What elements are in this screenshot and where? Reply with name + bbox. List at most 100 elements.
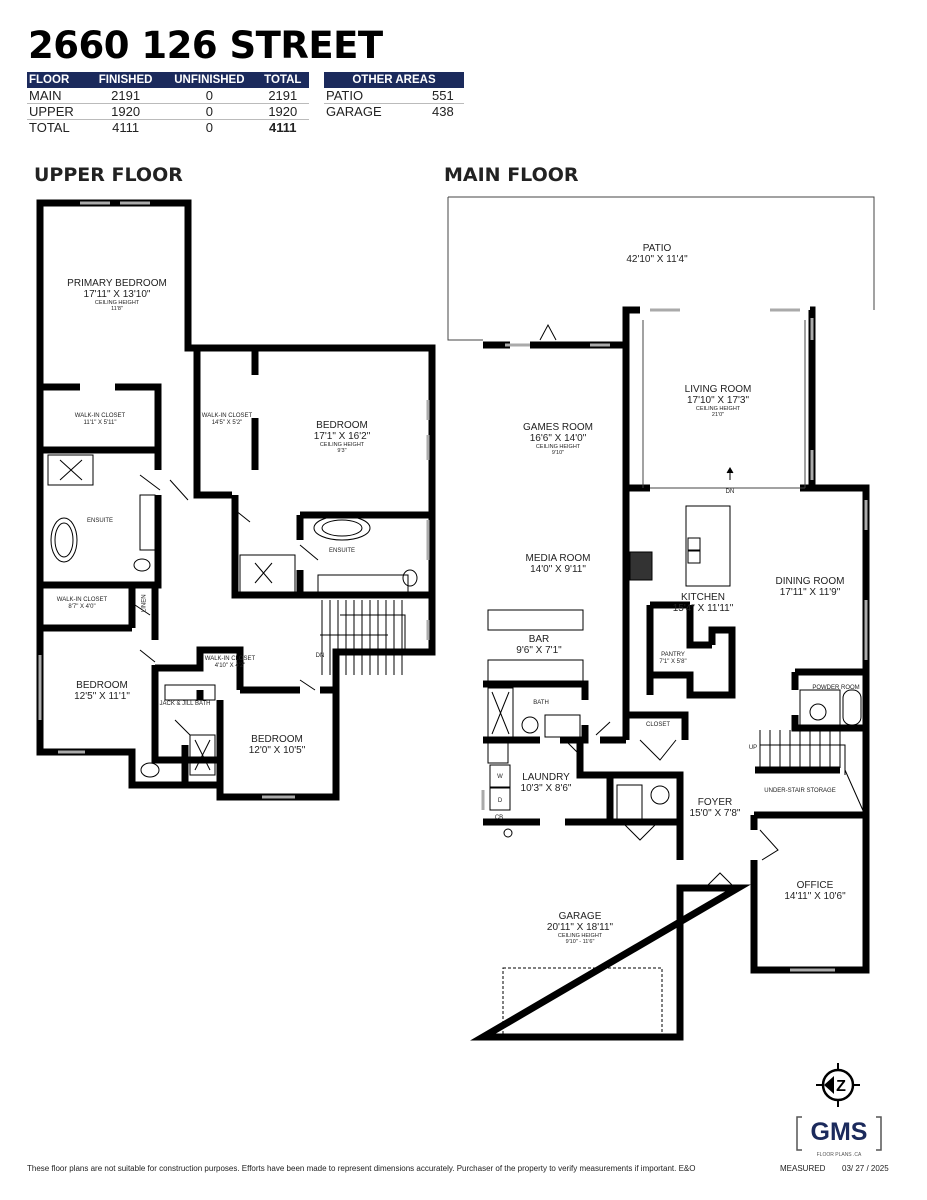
room-name: UNDER-STAIR STORAGE	[764, 788, 836, 794]
room-ch: 21'0"	[711, 412, 725, 419]
room-dims: 17'10" X 17'3"	[686, 395, 750, 406]
room-label-w: W	[497, 774, 503, 781]
cell: 2191	[88, 88, 163, 104]
room-label-ensuite: ENSUITE	[87, 518, 113, 525]
room-ch_label: CEILING HEIGHT	[94, 300, 140, 306]
room-dims: 17'11" X 11'9"	[779, 587, 841, 598]
room-name: CLOSET	[645, 722, 671, 728]
svg-text:Z: Z	[836, 1078, 846, 1095]
main-windows	[481, 308, 868, 972]
main-floor-title: MAIN FLOOR	[444, 164, 579, 186]
cell: 0	[205, 120, 213, 135]
room-dims: 7'1" X 5'8"	[659, 658, 687, 665]
room-name: DN	[315, 653, 325, 659]
room-ch_label: CEILING HEIGHT	[695, 406, 741, 412]
svg-text:FLOOR PLANS .CA: FLOOR PLANS .CA	[817, 1152, 862, 1158]
room-name: KITCHEN	[681, 592, 725, 603]
room-dims: 12'0" X 10'5"	[248, 745, 306, 756]
table-row: GARAGE 438	[324, 104, 464, 119]
room-name: FOYER	[697, 797, 733, 808]
room-label-jack-jill-bath: JACK & JILL BATH	[159, 701, 210, 708]
room-name: W	[497, 774, 503, 780]
room-name: PANTRY	[661, 652, 685, 658]
cell: 551	[421, 88, 464, 104]
cell: GARAGE	[326, 104, 382, 119]
room-label-dn: DN	[726, 489, 735, 496]
room-ch: 9'3"	[337, 448, 347, 455]
room-name: BATH	[533, 700, 549, 706]
cell: MAIN	[27, 88, 89, 104]
measured-date: 03/ 27 / 2025	[842, 1164, 889, 1173]
room-name: LAUNDRY	[522, 772, 570, 783]
room-dims: 17'11" X 13'10"	[83, 289, 151, 300]
room-name: LIVING ROOM	[684, 384, 752, 395]
room-name: WALK-IN CLOSET	[204, 656, 256, 662]
cell: TOTAL	[29, 120, 70, 135]
upper-floor-walls	[36, 199, 436, 801]
room-name: LINEN	[141, 594, 148, 613]
room-name: POWDER ROOM	[812, 685, 860, 691]
col-header: TOTAL	[256, 72, 309, 88]
cell: 4111	[112, 120, 140, 135]
room-ch_label: CEILING HEIGHT	[557, 933, 603, 939]
room-name: WALK-IN CLOSET	[56, 597, 108, 603]
room-name: D	[497, 798, 503, 804]
col-header: FINISHED	[88, 72, 163, 88]
col-header: OTHER AREAS	[324, 72, 464, 88]
room-dims: 16'6" X 14'0"	[529, 433, 587, 444]
room-dims: 14'0" X 9'11"	[530, 564, 586, 575]
room-label-under-stair-storage: UNDER-STAIR STORAGE	[764, 788, 835, 795]
disclaimer: These floor plans are not suitable for c…	[27, 1164, 696, 1173]
room-name: ENSUITE	[86, 518, 114, 524]
room-name: PRIMARY BEDROOM	[67, 278, 167, 289]
room-name: DINING ROOM	[775, 576, 845, 587]
cell: 438	[432, 104, 454, 119]
room-dims: 42'10" X 11'4"	[626, 254, 688, 265]
room-name: WALK-IN CLOSET	[201, 413, 253, 419]
room-ch_label: CEILING HEIGHT	[535, 444, 581, 450]
property-title: 2660 126 STREET	[28, 24, 383, 67]
col-header: UNFINISHED	[162, 72, 257, 88]
room-name: JACK & JILL BATH	[159, 701, 211, 707]
room-name: MEDIA ROOM	[525, 553, 591, 564]
room-label-d: D	[498, 798, 502, 805]
cell: 1920	[256, 103, 309, 120]
room-label-powder-room: POWDER ROOM	[812, 685, 859, 692]
room-label-bath: BATH	[533, 700, 549, 707]
cell: UPPER	[27, 103, 89, 120]
room-dims: 10'3" X 8'6"	[520, 783, 572, 794]
col-header: FLOOR	[27, 72, 89, 88]
room-dims: 11'1" X 5'11"	[83, 419, 117, 426]
room-dims: 4'10" X 4'2"	[214, 662, 246, 669]
room-dims: 8'7" X 4'0"	[68, 603, 96, 610]
cell: 1920	[88, 103, 163, 120]
upper-floor-fixtures	[47, 454, 418, 778]
room-label-cb: CB	[495, 815, 503, 822]
room-label-closet: CLOSET	[646, 722, 670, 729]
room-name: BAR	[528, 634, 550, 645]
room-name: BEDROOM	[316, 420, 368, 431]
room-name: BEDROOM	[251, 734, 303, 745]
room-label-dn: DN	[316, 653, 325, 660]
